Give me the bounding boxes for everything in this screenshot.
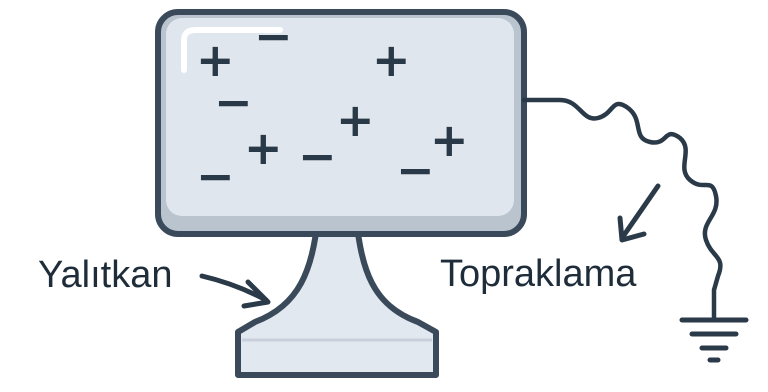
plus-charge: + — [196, 33, 235, 87]
stand-column — [235, 215, 439, 378]
plus-charge: + — [430, 113, 469, 167]
grounding-arrow-icon — [617, 183, 661, 243]
minus-charge: − — [254, 9, 293, 63]
plus-charge: + — [336, 93, 375, 147]
minus-charge: − — [196, 149, 235, 203]
insulator-label: Yalıtkan — [38, 254, 172, 296]
charged-plate — [155, 9, 527, 237]
ground-wire — [521, 97, 723, 321]
ground-symbol-icon — [679, 317, 749, 363]
minus-charge: − — [298, 129, 337, 183]
plus-charge: + — [244, 121, 283, 175]
charge-symbols: + − + − + + − + − − — [196, 9, 469, 203]
minus-charge: − — [396, 143, 435, 197]
insulator-stand — [235, 215, 439, 378]
plate-face — [166, 18, 514, 216]
grounding-label: Topraklama — [440, 253, 637, 295]
plate-highlight — [181, 27, 283, 73]
minus-charge: − — [214, 75, 253, 129]
plus-charge: + — [372, 33, 411, 87]
insulator-arrow-icon — [199, 273, 271, 309]
